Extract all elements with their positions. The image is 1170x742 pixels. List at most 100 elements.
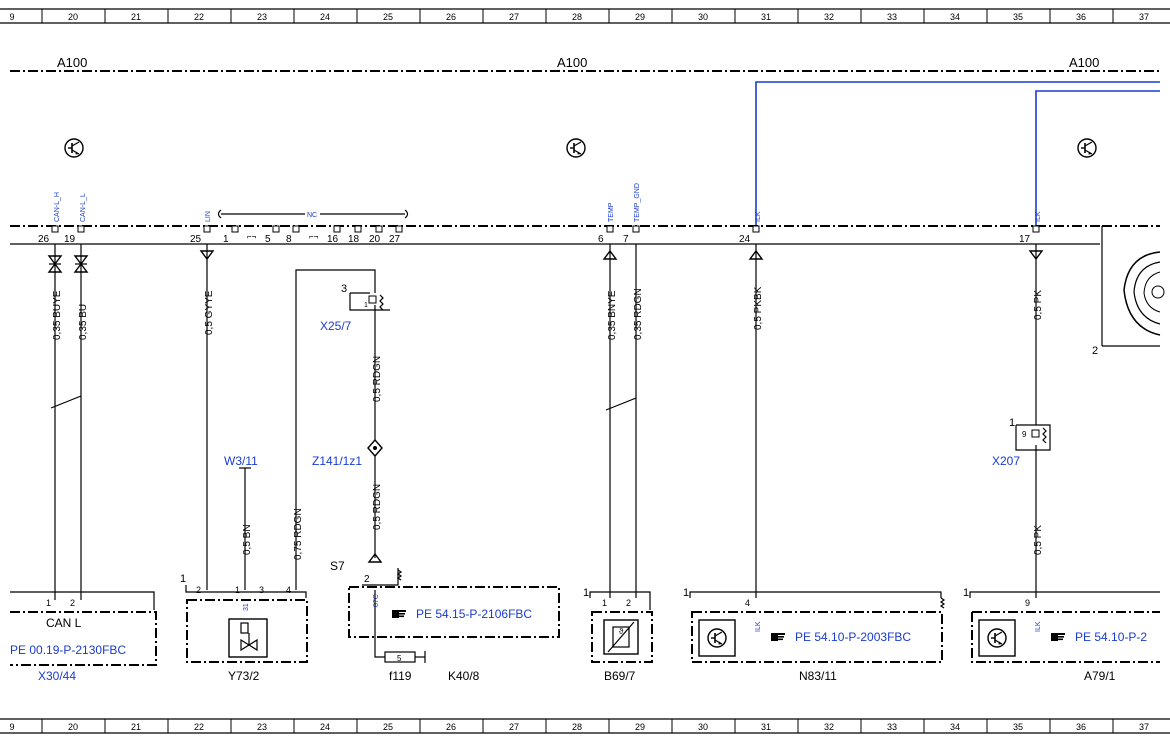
grid-label: 27: [509, 12, 519, 22]
grid-label: 33: [887, 12, 897, 22]
pin-number: 1: [235, 585, 240, 595]
wires: [50, 244, 1037, 600]
connector-arrow-icon: [1028, 250, 1044, 261]
connector-pin-mark: [333, 225, 341, 233]
grid-label: 35: [1013, 12, 1023, 22]
signal-label: ILK: [1035, 621, 1042, 632]
grid-label: 27: [509, 722, 519, 732]
pin-number: 1: [583, 587, 589, 599]
grid-label: 37: [1139, 12, 1149, 22]
grid-label: 36: [1076, 12, 1086, 22]
pin-number: 1: [683, 587, 689, 599]
grid-label: 21: [131, 722, 141, 732]
pointing-hand-icon: [771, 633, 785, 641]
connector-pin-mark: [752, 225, 760, 233]
grid-label: 36: [1076, 722, 1086, 732]
pin-number: 20: [369, 234, 381, 245]
module-label: A100: [1069, 55, 1099, 70]
grid-label: 29: [635, 722, 645, 732]
signal-label: TEMP_GND: [634, 183, 641, 222]
temperature-sensor-icon: ϑ: [603, 619, 639, 655]
grid-label: 30: [698, 12, 708, 22]
signal-label: ILK: [755, 211, 762, 222]
grid-label: 26: [446, 722, 456, 732]
pin-number: 2: [626, 598, 631, 608]
grid-label: 23: [257, 722, 267, 732]
wire-label: 0,5 PK: [1033, 525, 1044, 555]
pin-number: 27: [389, 234, 401, 245]
grid-label: 22: [194, 12, 204, 22]
connector-pin-mark: [272, 225, 280, 233]
pin-number: 3: [341, 283, 347, 295]
bottom-grid-ruler: 9 20 21 22 23 24 25 26 27 28 29 30 31 32…: [0, 718, 1170, 734]
n83-11-component: 1 4 ILK PE 54.10-P-2003FBC N83/11: [683, 587, 946, 683]
signal-label: 87C: [373, 594, 380, 607]
component-label: X207: [992, 454, 1020, 468]
wire-label: 0,5 BN: [242, 524, 253, 555]
connector-pin-mark: [1032, 225, 1040, 233]
pin-numbers: 26 19 25 1 5 8 16 18 20 27 6 7 24 17: [38, 234, 1031, 245]
grid-label: 20: [68, 12, 78, 22]
reference-link[interactable]: PE 00.19-P-2130FBC: [10, 643, 126, 657]
b69-7-component: 1 1 2 ϑ B69/7: [583, 587, 653, 683]
solenoid-valve-icon: [228, 618, 268, 658]
z141-splice: Z141/1z1: [312, 438, 383, 468]
grid-label: 28: [572, 12, 582, 22]
resistor-icon: [379, 294, 384, 311]
transistor-icon: [1077, 138, 1097, 158]
connector-arrow-icon: [73, 255, 89, 273]
pin-number: 9: [1025, 598, 1030, 608]
pin-number: 7: [623, 234, 629, 245]
grid-label: 26: [446, 12, 456, 22]
signal-label: 31: [243, 603, 250, 611]
transistor-icon: [987, 628, 1007, 648]
grid-label: 28: [572, 722, 582, 732]
grid-label: 21: [131, 12, 141, 22]
wire-label: 0,35 BNYE: [607, 290, 618, 340]
signal-label: LIN: [205, 211, 212, 222]
resistor-icon: [1042, 427, 1047, 444]
signal-label: TEMP: [608, 202, 615, 222]
pin-number: 1: [602, 598, 607, 608]
grid-label: 34: [950, 12, 960, 22]
component-label: N83/11: [799, 669, 837, 683]
module-a100: A100 A100 A100: [10, 55, 1160, 158]
connector-boundary: 2: [10, 225, 1160, 357]
pin-number: 1: [46, 598, 51, 608]
connector-pin-mark: [77, 225, 85, 233]
reference-link[interactable]: PE 54.10-P-2: [1075, 630, 1147, 644]
grid-label: 25: [383, 722, 393, 732]
reference-link[interactable]: PE 54.15-P-2106FBC: [416, 607, 532, 621]
bridge-symbol: ⌐¬: [309, 232, 319, 241]
pin-number: 18: [348, 234, 360, 245]
grid-label: 9: [9, 722, 14, 732]
pin-number: 1: [1009, 417, 1015, 429]
pin-number: 6: [598, 234, 604, 245]
s7-fuse-relay: S7 2 87C PE 54.15-P-2106FBC 5 f119 K40/8: [330, 559, 560, 683]
grid-label: 25: [383, 12, 393, 22]
nc-bracket: NC ⌐¬ ⌐¬: [217, 209, 409, 241]
component-label: K40/8: [448, 669, 480, 683]
component-label: Z141/1z1: [312, 454, 362, 468]
nc-label: NC: [307, 212, 317, 219]
pin-number: 26: [38, 234, 50, 245]
grid-label: 31: [761, 722, 771, 732]
wire-label: 0,5 GYYE: [204, 290, 215, 335]
signal-label: CAN-L_H: [54, 192, 61, 222]
ignition-lock-icon: [1123, 251, 1165, 336]
signal-label: ILK: [1035, 211, 1042, 222]
component-label: A79/1: [1084, 669, 1116, 683]
connector-pin-mark: [375, 225, 383, 233]
bridge-symbol: ⌐¬: [247, 232, 257, 241]
pin-number: 16: [327, 234, 339, 245]
pin-number: 2: [1092, 345, 1098, 357]
wire-label: 0,5 PKBK: [753, 286, 764, 330]
reference-link[interactable]: PE 54.10-P-2003FBC: [795, 630, 911, 644]
pin-number: 1: [963, 587, 969, 599]
top-grid-ruler: 9 20 21 22 23 24 25 26 27 28 29 30 31 32…: [0, 8, 1170, 24]
signal-label: ILK: [755, 621, 762, 632]
bus-label: CAN L: [46, 616, 82, 630]
grid-label: 37: [1139, 722, 1149, 732]
component-label: W3/11: [224, 454, 258, 468]
